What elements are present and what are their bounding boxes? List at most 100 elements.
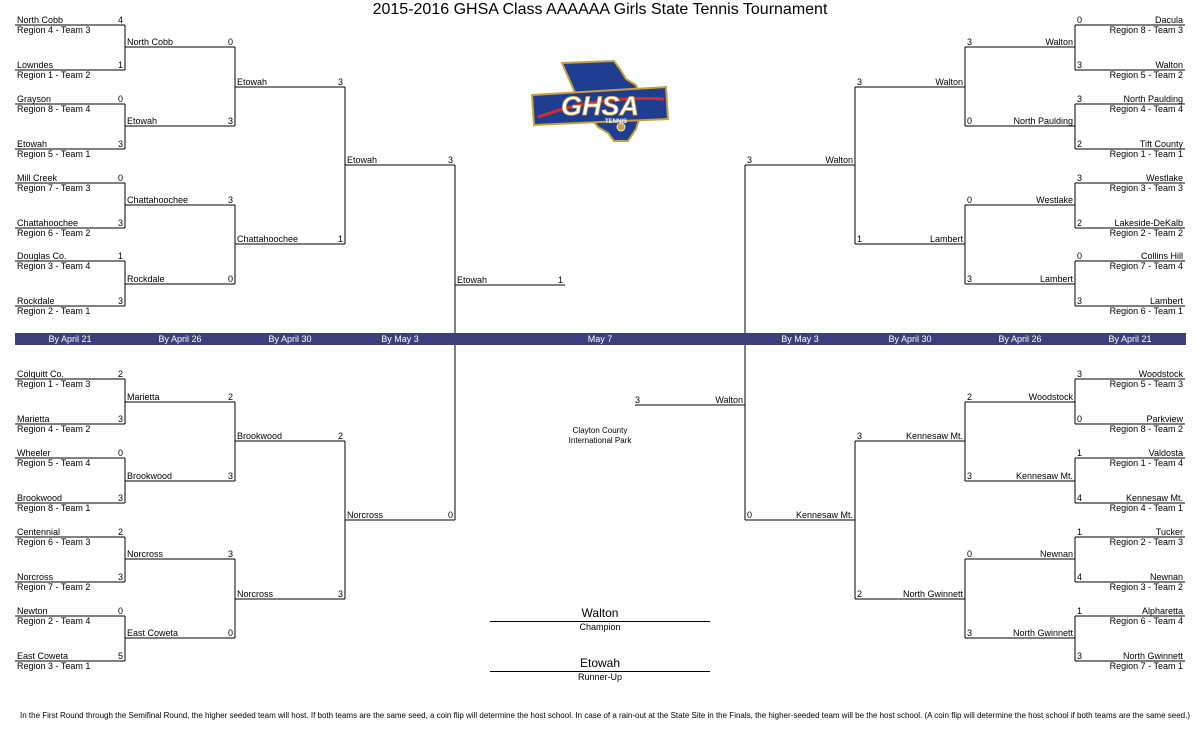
right-r1-seed: Region 2 - Team 2 [1109,228,1183,238]
left-r4-score: 0 [447,510,453,520]
right-r1-seed: Region 4 - Team 4 [1109,104,1183,114]
left-r3-score: 2 [337,431,343,441]
right-r2-team: Westlake [1036,195,1073,205]
left-r1-team: Douglas Co. [17,251,67,261]
right-r2-score: 2 [967,392,973,402]
left-r1-score: 3 [117,296,123,306]
left-r1-seed: Region 2 - Team 1 [17,306,91,316]
left-r2-score: 0 [227,37,233,47]
left-r1-team: East Coweta [17,651,69,661]
left-r1-seed: Region 7 - Team 3 [17,183,91,193]
left-r1-team: Etowah [17,139,48,149]
left-r3-score: 1 [337,234,343,244]
right-r1-seed: Region 6 - Team 1 [1109,306,1183,316]
right-r2-team: North Paulding [1013,116,1073,126]
left-r2-score: 3 [227,195,233,205]
right-r4-team: Kennesaw Mt. [795,510,853,520]
left-r1-score: 2 [117,527,123,537]
right-r1-team: Westlake [1146,173,1183,183]
left-r1-team: Grayson [17,94,52,104]
right-r3-score: 1 [857,234,863,244]
right-r2-score: 3 [967,471,973,481]
left-r1-score: 0 [117,173,123,183]
round-date-left-r4: By May 3 [381,334,419,344]
runner-up-underline [490,671,710,672]
left-r1-seed: Region 4 - Team 2 [17,424,91,434]
left-r1-seed: Region 3 - Team 1 [17,661,91,671]
right-r2-team: Walton [1045,37,1073,47]
left-final-team: Etowah [457,275,488,285]
left-r3-score: 3 [337,77,343,87]
left-r1-seed: Region 1 - Team 2 [17,70,91,80]
left-r1-score: 2 [117,369,123,379]
right-r3-score: 3 [857,431,863,441]
left-r2-team: Norcross [127,549,164,559]
right-r1-seed: Region 7 - Team 1 [1109,661,1183,671]
right-final-team: Walton [715,395,743,405]
right-r1-seed: Region 3 - Team 3 [1109,183,1183,193]
left-r1-seed: Region 5 - Team 1 [17,149,91,159]
right-r1-team: Alpharetta [1141,606,1183,616]
right-r1-team: North Gwinnett [1122,651,1183,661]
left-r2-team: Etowah [127,116,158,126]
right-r1-seed: Region 2 - Team 3 [1109,537,1183,547]
footnote: In the First Round through the Semifinal… [20,711,1190,720]
left-r2-score: 3 [227,116,233,126]
left-r1-seed: Region 8 - Team 4 [17,104,91,114]
left-r1-team: Chattahoochee [17,218,79,228]
right-r3-team: Walton [935,77,963,87]
left-r2-team: East Coweta [127,628,179,638]
venue-line1: Clayton County [572,426,628,435]
right-r1-team: Kennesaw Mt. [1125,493,1183,503]
right-r1-score: 3 [1077,60,1083,70]
round-date-right-r3: By April 30 [888,334,932,344]
right-r1-seed: Region 5 - Team 2 [1109,70,1183,80]
right-r1-team: Newnan [1149,572,1183,582]
left-r4-score: 3 [447,155,453,165]
right-r2-score: 3 [967,37,973,47]
champion-label: Champion [579,622,621,632]
left-r3-team: Etowah [237,77,268,87]
runner-up-box: Etowah Runner-Up [490,657,710,682]
right-r4-score: 3 [747,155,753,165]
left-r1-team: Brookwood [17,493,63,503]
left-r2-score: 0 [227,628,233,638]
right-r1-score: 3 [1077,369,1083,379]
right-r1-team: Valdosta [1148,448,1183,458]
right-r1-team: North Paulding [1123,94,1183,104]
left-r1-score: 4 [117,15,123,25]
champion-box: Walton Champion [490,607,710,632]
left-r1-team: Centennial [17,527,61,537]
right-r4-score: 0 [747,510,753,520]
left-r2-score: 3 [227,471,233,481]
right-r1-score: 1 [1077,527,1083,537]
left-final-score: 1 [557,275,563,285]
right-r2-team: Newnan [1039,549,1073,559]
right-r1-team: Tucker [1155,527,1183,537]
right-r1-score: 0 [1077,15,1083,25]
left-r1-score: 0 [117,448,123,458]
left-r1-score: 3 [117,414,123,424]
right-r1-score: 1 [1077,448,1083,458]
left-r2-team: Rockdale [127,274,165,284]
svg-text:TENNIS: TENNIS [605,119,627,125]
right-r1-score: 3 [1077,94,1083,104]
left-r3-score: 3 [337,589,343,599]
left-r1-score: 3 [117,218,123,228]
right-final-score: 3 [635,395,641,405]
right-r1-seed: Region 7 - Team 4 [1109,261,1183,271]
right-r1-score: 3 [1077,173,1083,183]
left-r1-score: 5 [117,651,123,661]
left-r1-score: 1 [117,60,123,70]
left-r1-score: 0 [117,606,123,616]
right-r1-seed: Region 6 - Team 4 [1109,616,1183,626]
left-r2-score: 2 [227,392,233,402]
left-r1-score: 3 [117,139,123,149]
left-r1-seed: Region 4 - Team 3 [17,25,91,35]
left-r1-seed: Region 6 - Team 2 [17,228,91,238]
left-r3-team: Chattahoochee [237,234,299,244]
left-r2-score: 0 [227,274,233,284]
right-r1-score: 0 [1077,414,1083,424]
left-r1-seed: Region 6 - Team 3 [17,537,91,547]
